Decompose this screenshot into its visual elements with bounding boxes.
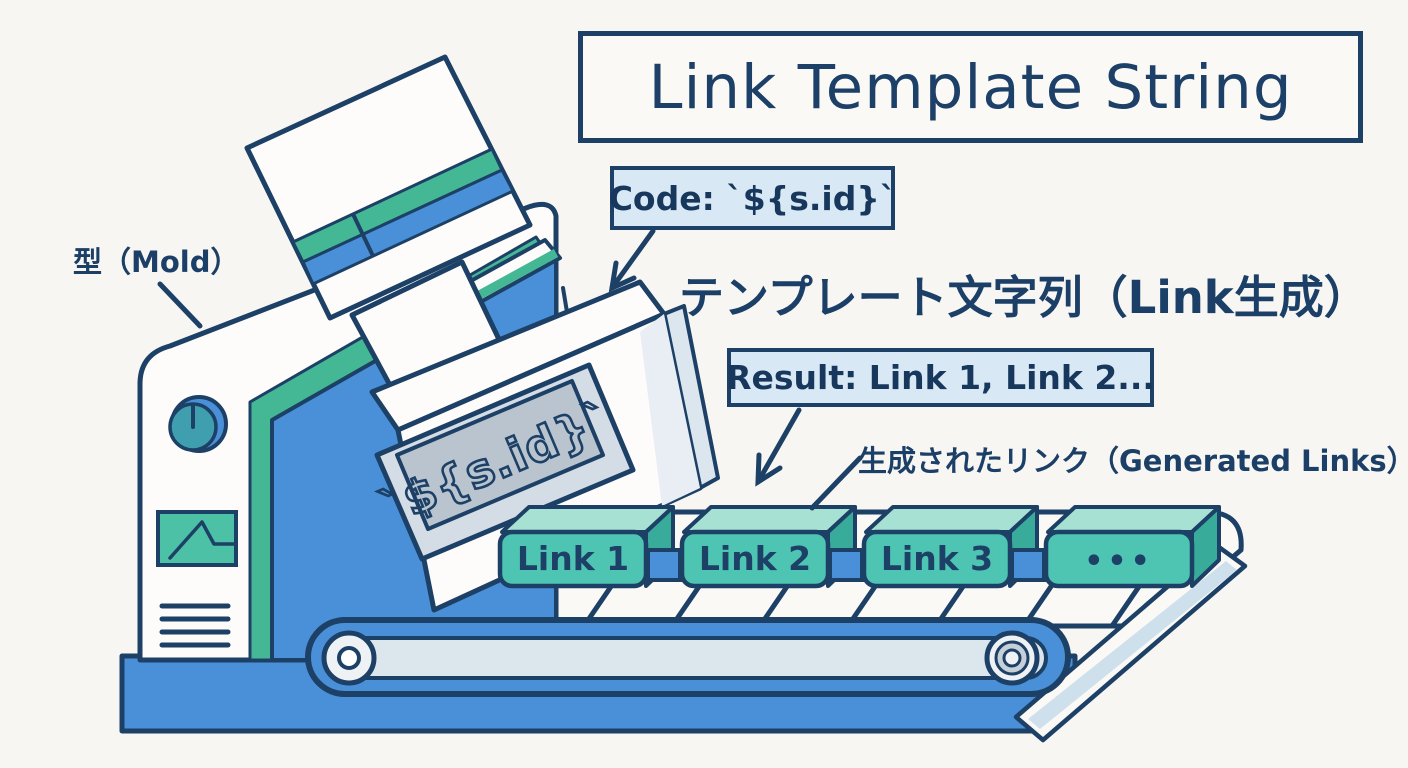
deck-side-edge xyxy=(1013,542,1248,743)
generated-links-label: 生成されたリンク（Generated Links） xyxy=(858,444,1408,478)
stamp-body: `${s.id}` xyxy=(369,279,720,613)
belt-roller-left xyxy=(321,630,377,686)
conveyor-belt-loop xyxy=(305,617,1071,697)
link-block-ellipsis: ••• xyxy=(1043,505,1221,589)
link-block-3: Link 3 xyxy=(861,505,1039,589)
code-label-text: Code: `${s.id}` xyxy=(608,178,897,218)
jp-heading: テンプレート文字列（Link生成） xyxy=(679,271,1369,324)
result-label-chip: Result: Link 1, Link 2... xyxy=(726,348,1155,407)
arrow-code-to-stamp xyxy=(608,228,656,293)
mold-label: 型（Mold） xyxy=(73,245,240,279)
block-connector xyxy=(1010,548,1046,582)
code-label-chip: Code: `${s.id}` xyxy=(608,166,897,230)
page-title: Link Template String xyxy=(648,51,1293,123)
leader-line-generated-links xyxy=(809,455,863,511)
title-box: Link Template String xyxy=(578,31,1363,143)
leader-line-mold xyxy=(157,281,203,329)
link-block-label: Link 3 xyxy=(881,539,993,578)
belt-roller-right xyxy=(984,630,1040,686)
result-label-text: Result: Link 1, Link 2... xyxy=(726,358,1155,397)
link-block-label: Link 1 xyxy=(517,539,629,578)
stamp-plate: `${s.id}` xyxy=(372,362,636,562)
link-block-label: Link 2 xyxy=(699,539,811,578)
arrow-result-to-belt xyxy=(755,407,802,487)
machine-screen xyxy=(156,510,238,567)
link-block-2: Link 2 xyxy=(679,505,857,589)
block-connector xyxy=(828,548,864,582)
machine-dial xyxy=(168,395,228,453)
block-connector xyxy=(646,548,682,582)
link-block-label: ••• xyxy=(1084,544,1154,579)
speaker-grille-lines xyxy=(159,603,231,648)
